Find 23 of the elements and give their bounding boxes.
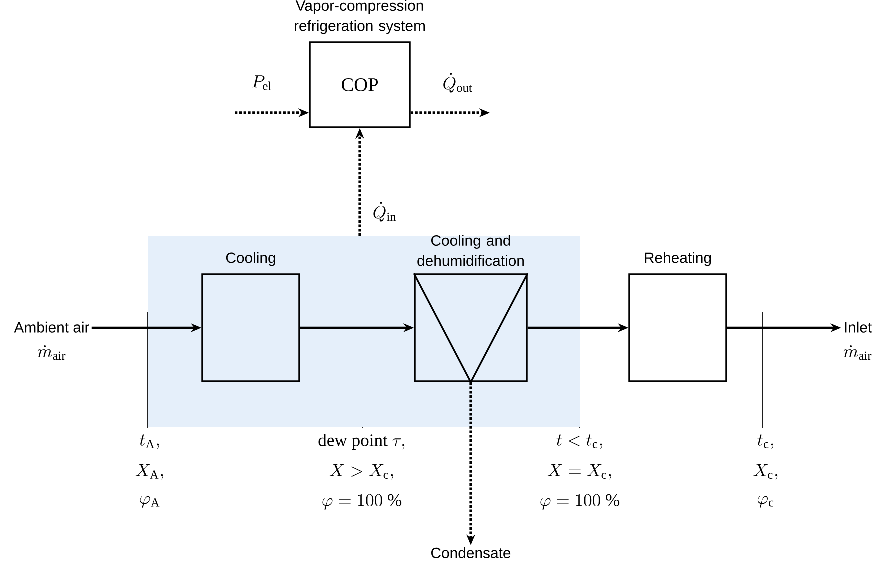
box-heading: Cooling — [226, 252, 276, 266]
state-label: $\mathrm{dew\ point}\ \tau,$ — [318, 434, 405, 450]
flow-label: Condensate — [432, 548, 511, 558]
state-label: $t_{\mathrm{A}},$ — [140, 434, 160, 450]
state-label: $\varphi = 100~\%$ — [322, 494, 402, 510]
box-heading: Cooling and dehumidification — [418, 235, 524, 266]
state-label: $\varphi_{\mathrm{A}}$ — [140, 496, 160, 508]
state-label: $X > X_{\mathrm{c}},$ — [330, 464, 394, 480]
state-label: $X = X_{\mathrm{c}},$ — [548, 464, 612, 480]
edge-label: $\dot{Q}_{\mathrm{in}}$ — [371, 200, 399, 224]
flow-label: Ambient air $\dot{m}_{\mathrm{air}}$ — [14, 322, 90, 360]
state-label: $t_{\mathrm{c}},$ — [758, 434, 774, 450]
state-label: $t < t_{\mathrm{c}},$ — [556, 434, 602, 450]
state-label: $X_{\mathrm{A}},$ — [136, 464, 164, 480]
box-heading: Vapor-compression refrigeration system — [295, 0, 425, 34]
state-label: $\varphi = 100~\%$ — [540, 494, 620, 510]
process-box: COP — [309, 42, 411, 128]
box-heading: Reheating — [645, 252, 712, 266]
state-label: $\varphi_{\mathrm{c}}$ — [758, 496, 774, 508]
state-label: $X_{\mathrm{c}},$ — [754, 464, 778, 480]
flow-label: Inlet $\dot{m}_{\mathrm{air}}$ — [844, 322, 872, 360]
edge-label: $\dot{Q}_{\mathrm{out}}$ — [441, 71, 475, 95]
edge-label: $P_{\mathrm{el}}$ — [250, 74, 274, 92]
